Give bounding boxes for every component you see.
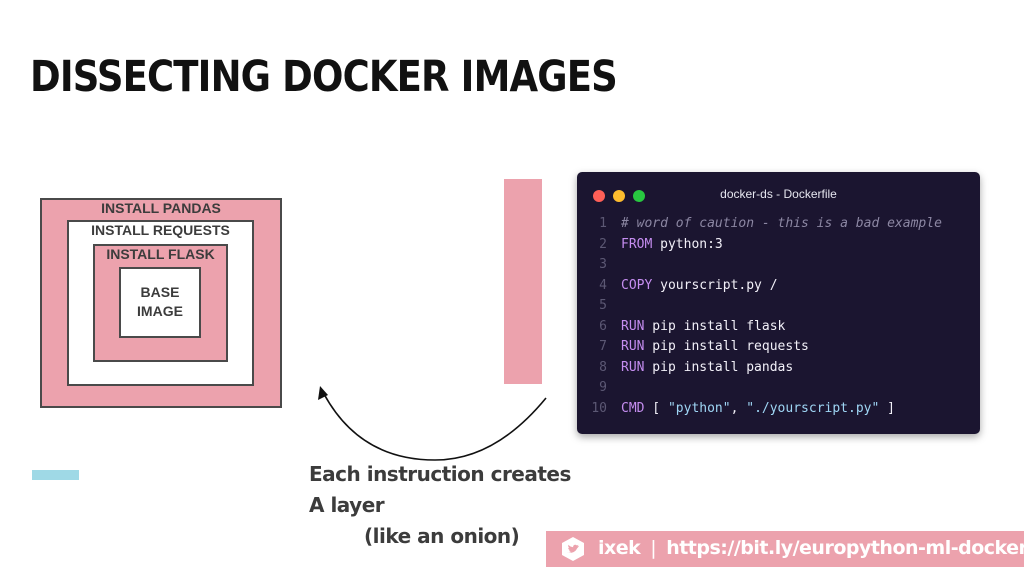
layer-label-requests: INSTALL REQUESTS	[91, 222, 230, 238]
decorative-pink-bar	[504, 179, 542, 384]
code-line: 7 RUN pip install requests	[577, 337, 980, 358]
code-line: 1 # word of caution - this is a bad examp…	[577, 214, 980, 235]
caption-line-1: Each instruction creates	[309, 462, 571, 486]
code-keyword: RUN	[621, 318, 645, 334]
layer-label-flask: INSTALL FLASK	[106, 246, 215, 262]
terminal-title: docker-ds - Dockerfile	[720, 187, 837, 201]
decorative-blue-bar	[32, 470, 79, 480]
caption-line-2: A layer	[309, 493, 385, 517]
dockerfile-terminal-window: docker-ds - Dockerfile 1 # word of cautio…	[577, 172, 980, 434]
line-number: 4	[599, 277, 607, 293]
line-number: 2	[599, 236, 607, 252]
slide-title: DISSECTING DOCKER IMAGES	[30, 52, 618, 102]
footer-separator: |	[650, 537, 657, 559]
footer-text: ixek | https://bit.ly/europython-ml-docker	[598, 537, 1024, 559]
twitter-handle-link[interactable]: ixek	[598, 537, 641, 559]
code-line: 5	[577, 296, 980, 317]
code-string: "./yourscript.py"	[746, 400, 880, 416]
close-window-dot-icon[interactable]	[593, 190, 605, 202]
minimize-window-dot-icon[interactable]	[613, 190, 625, 202]
code-line: 4 COPY yourscript.py /	[577, 276, 980, 297]
line-number: 8	[599, 359, 607, 375]
line-number: 10	[591, 400, 607, 416]
code-text: ,	[730, 400, 747, 416]
code-line: 8 RUN pip install pandas	[577, 358, 980, 379]
code-line: 6 RUN pip install flask	[577, 317, 980, 338]
code-line: 3	[577, 255, 980, 276]
code-line: 9	[577, 378, 980, 399]
footer-bar: ixek | https://bit.ly/europython-ml-docker	[546, 531, 1024, 567]
code-keyword: COPY	[621, 277, 653, 293]
code-string: "python"	[667, 400, 731, 416]
code-keyword: RUN	[621, 359, 645, 375]
line-number: 7	[599, 339, 607, 354]
code-keyword: CMD	[621, 400, 645, 416]
code-text: pip install requests	[644, 339, 809, 354]
line-number: 5	[599, 298, 607, 313]
caption-line-3: (like an onion)	[364, 524, 520, 548]
code-comment: # word of caution - this is a bad exampl…	[621, 216, 942, 231]
code-line: 10 CMD [ "python", "./yourscript.py" ]	[577, 399, 980, 420]
code-keyword: RUN	[621, 339, 645, 354]
line-number: 9	[599, 380, 607, 395]
layer-base-image-box	[119, 267, 201, 338]
code-text: ]	[879, 400, 895, 416]
code-text: yourscript.py /	[652, 277, 778, 293]
layer-label-pandas: INSTALL PANDAS	[101, 200, 221, 216]
twitter-bird-icon	[562, 537, 584, 561]
code-text: pip install pandas	[644, 359, 794, 375]
code-text: [	[644, 400, 668, 416]
code-keyword: FROM	[621, 236, 653, 252]
line-number: 6	[599, 318, 607, 334]
code-block: 1 # word of caution - this is a bad examp…	[577, 214, 980, 419]
code-text: pip install flask	[644, 318, 786, 334]
line-number: 3	[599, 257, 607, 272]
slides-url-link[interactable]: https://bit.ly/europython-ml-docker	[666, 537, 1024, 559]
layer-label-base-image: BASE IMAGE	[137, 284, 183, 319]
curved-arrow-icon	[318, 386, 547, 461]
code-text: python:3	[652, 236, 723, 252]
maximize-window-dot-icon[interactable]	[633, 190, 645, 202]
line-number: 1	[599, 216, 607, 231]
code-line: 2 FROM python:3	[577, 235, 980, 256]
